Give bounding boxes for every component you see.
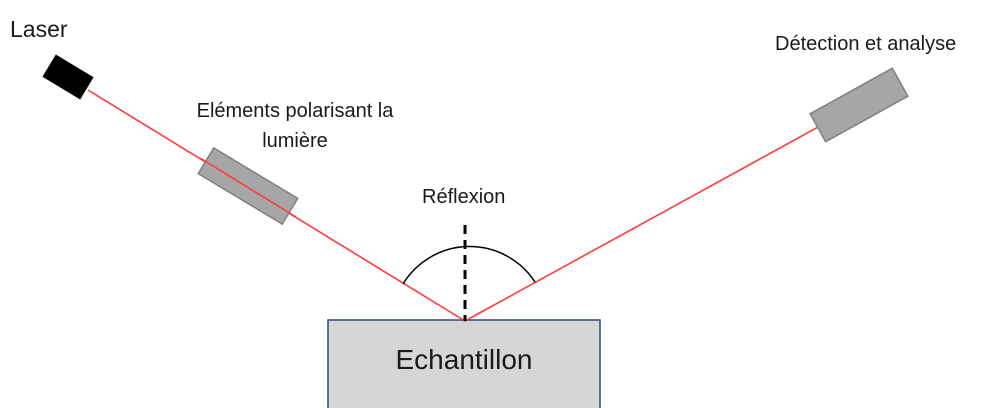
sample-block	[327, 319, 601, 408]
detector-element	[809, 67, 909, 143]
reflection-angle-arc	[402, 245, 536, 285]
sample-label: Echantillon	[395, 344, 533, 375]
laser-label: Laser	[10, 16, 68, 42]
reflection-label: Réflexion	[422, 186, 506, 208]
detection-label: Détection et analyse	[775, 33, 957, 55]
beam-through-polarizer	[199, 157, 297, 218]
laser-source	[42, 54, 94, 100]
polarizer-label: Eléments polarisant la lumière	[196, 100, 394, 152]
reflected-beam	[464, 103, 861, 322]
polarizer-element	[197, 146, 299, 226]
